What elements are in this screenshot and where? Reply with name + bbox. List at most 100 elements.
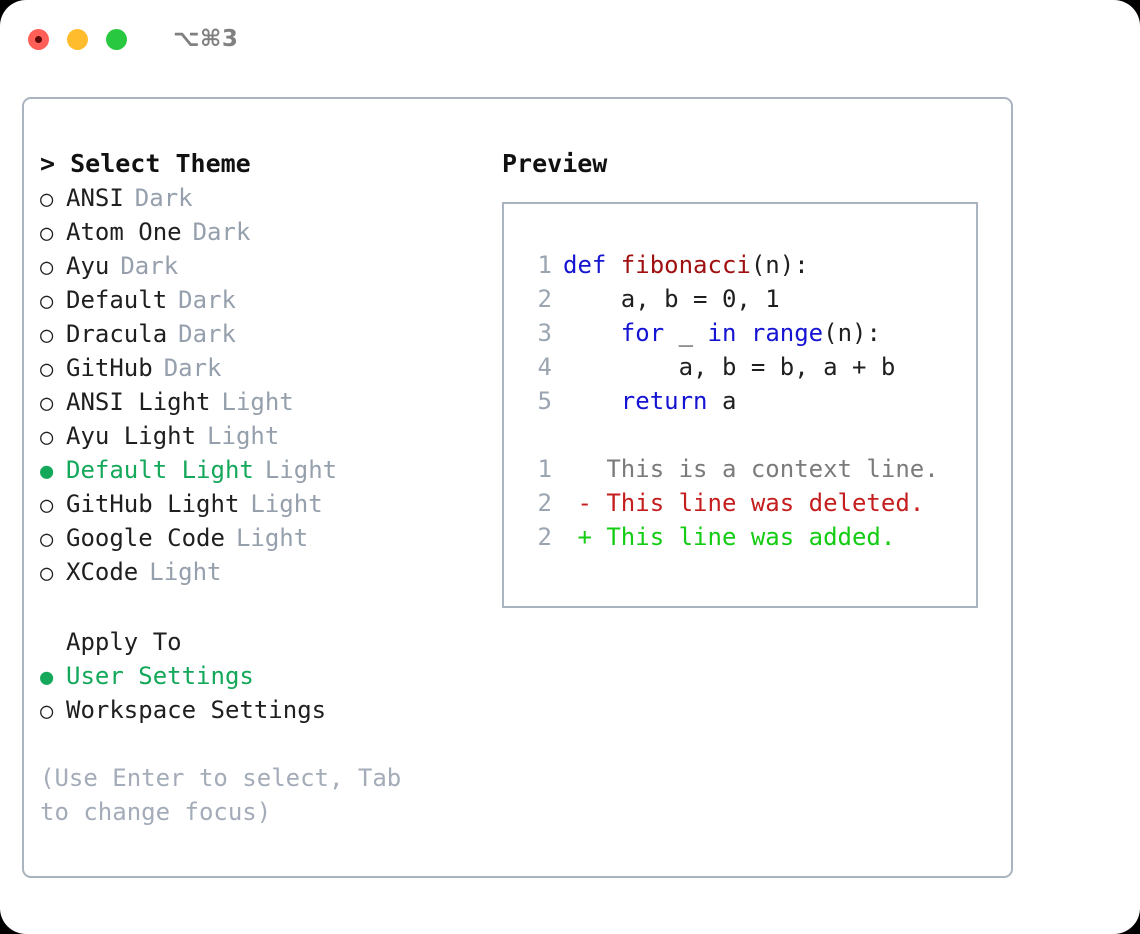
code-line: 4 a, b = b, a + b	[520, 350, 976, 384]
option-label: Default	[66, 286, 168, 314]
line-content: This is a context line.	[563, 452, 939, 486]
traffic-light-dots	[28, 28, 127, 50]
radio-unselected-icon: ○	[40, 357, 54, 382]
token-plain: (n):	[823, 319, 881, 347]
token-del: - This line was deleted.	[563, 489, 925, 517]
token-plain	[736, 319, 750, 347]
theme-option-github-light[interactable]: ○ GitHub Light Light	[40, 487, 494, 521]
title-bar: ⌥⌘3	[0, 0, 1140, 78]
keyboard-shortcut-label: ⌥⌘3	[173, 26, 239, 52]
maximize-window-button[interactable]	[106, 28, 127, 50]
apply-option-user-settings[interactable]: ● User Settings	[40, 659, 494, 693]
line-content: return a	[563, 384, 737, 418]
select-theme-heading: > Select Theme	[40, 149, 251, 178]
token-plain	[563, 319, 621, 347]
option-variant-tag: Dark	[134, 184, 193, 212]
radio-unselected-icon: ○	[40, 527, 54, 552]
radio-unselected-icon: ○	[40, 391, 54, 416]
radio-unselected-icon: ○	[40, 493, 54, 518]
line-content: + This line was added.	[563, 520, 895, 554]
line-content: - This line was deleted.	[563, 486, 924, 520]
token-kw: for	[620, 319, 665, 347]
option-variant-tag: Light	[221, 388, 294, 416]
line-content: for _ in range(n):	[563, 316, 881, 350]
option-variant-tag: Light	[149, 558, 222, 586]
option-label: ANSI	[66, 184, 124, 212]
theme-option-github[interactable]: ○ GitHub Dark	[40, 351, 494, 385]
line-number: 5	[537, 387, 552, 415]
line-content: a, b = b, a + b	[563, 350, 896, 384]
token-kw: return	[620, 387, 708, 415]
token-plain: a, b = 0, 1	[563, 285, 780, 313]
option-label: GitHub Light	[66, 490, 240, 518]
option-label: GitHub	[66, 354, 153, 382]
apply-to-option-list[interactable]: ● User Settings ○ Workspace Settings	[40, 659, 494, 727]
section-spacer	[40, 589, 494, 625]
token-kw: def	[563, 251, 621, 279]
token-ctx: This is a context line.	[563, 455, 939, 483]
preview-heading: Preview	[502, 149, 608, 178]
theme-option-google-code[interactable]: ○ Google Code Light	[40, 521, 494, 555]
code-line: 1 def fibonacci(n):	[520, 248, 976, 282]
token-plain: (n):	[750, 251, 809, 279]
diff-line: 2 - This line was deleted.	[520, 486, 976, 520]
option-label: Default Light	[66, 456, 254, 484]
line-number: 2	[537, 489, 552, 517]
option-label: User Settings	[66, 662, 254, 690]
diff-line: 2 + This line was added.	[520, 520, 976, 554]
option-label: XCode	[66, 558, 139, 586]
radio-selected-icon: ●	[40, 665, 54, 690]
minimize-window-button[interactable]	[67, 28, 88, 50]
close-window-button[interactable]	[28, 28, 49, 50]
option-variant-tag: Dark	[178, 320, 236, 348]
option-variant-tag: Dark	[163, 354, 222, 382]
line-number: 1	[537, 251, 552, 279]
option-variant-tag: Light	[235, 524, 309, 552]
token-plain: _	[664, 319, 708, 347]
option-label: Google Code	[66, 524, 225, 552]
option-label: Ayu Light	[66, 422, 197, 450]
token-kw: range	[750, 319, 824, 347]
radio-unselected-icon: ○	[40, 221, 54, 246]
token-kw: in	[707, 319, 737, 347]
option-variant-tag: Light	[207, 422, 280, 450]
apply-option-workspace-settings[interactable]: ○ Workspace Settings	[40, 693, 494, 727]
line-number: 1	[537, 455, 552, 483]
line-number: 4	[537, 353, 552, 381]
token-fn: fibonacci	[620, 251, 751, 279]
radio-unselected-icon: ○	[40, 289, 54, 314]
keyboard-hint-text: (Use Enter to select, Tab to change focu…	[40, 764, 402, 826]
line-content: a, b = 0, 1	[563, 282, 780, 316]
diff-line: 1 This is a context line.	[520, 452, 976, 486]
radio-unselected-icon: ○	[40, 255, 54, 280]
radio-unselected-icon: ○	[40, 323, 54, 348]
line-number: 2	[537, 523, 552, 551]
token-add: + This line was added.	[563, 523, 896, 551]
line-content: def fibonacci(n):	[563, 248, 809, 282]
option-variant-tag: Dark	[192, 218, 251, 246]
option-label: Workspace Settings	[66, 696, 327, 724]
option-variant-tag: Dark	[178, 286, 236, 314]
option-variant-tag: Light	[250, 490, 323, 518]
radio-unselected-icon: ○	[40, 699, 54, 724]
radio-unselected-icon: ○	[40, 425, 54, 450]
token-plain: a	[707, 387, 737, 415]
apply-to-heading: Apply To	[66, 628, 182, 656]
theme-option-ayu-light[interactable]: ○ Ayu Light Light	[40, 419, 494, 453]
option-variant-tag: Light	[264, 456, 338, 484]
theme-option-default[interactable]: ○ Default Dark	[40, 283, 494, 317]
token-plain: a, b = b, a + b	[563, 353, 896, 381]
line-number: 2	[537, 285, 552, 313]
